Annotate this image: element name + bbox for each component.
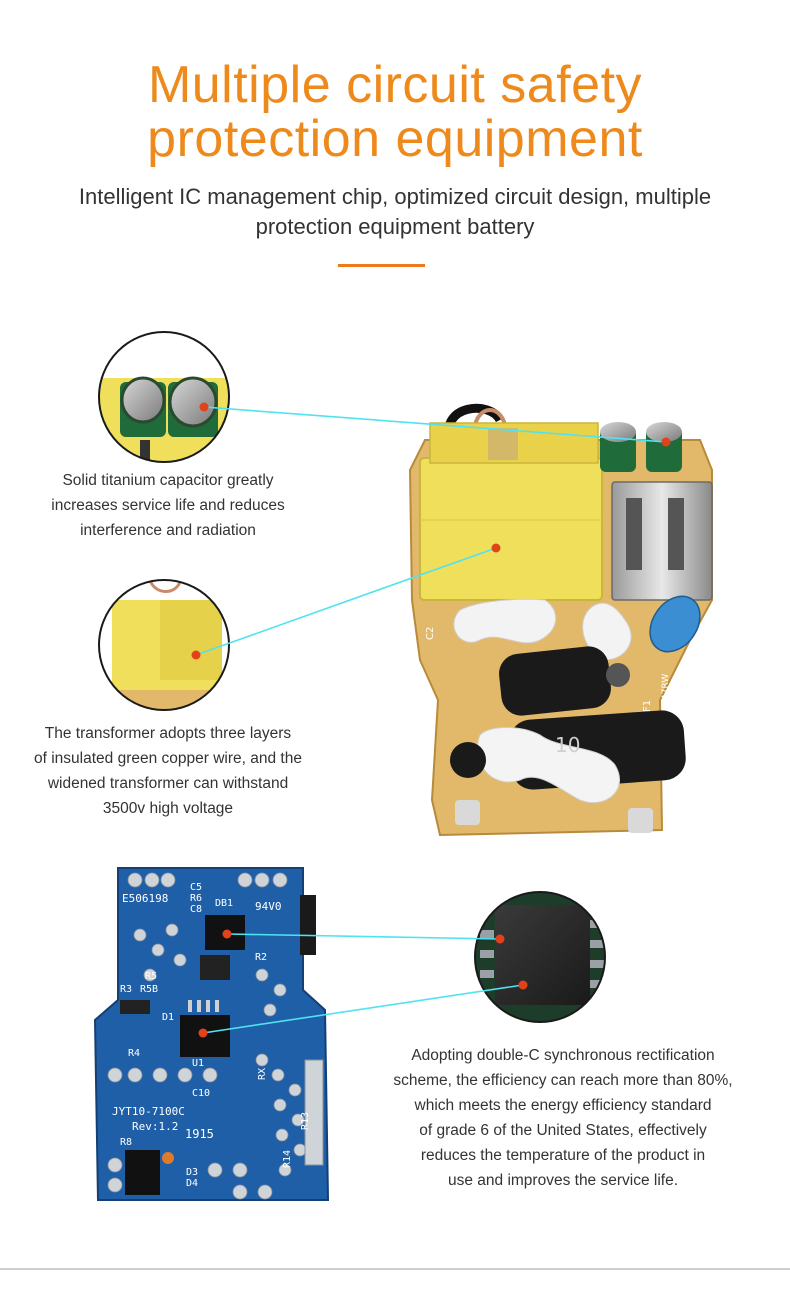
- board-label-f1: F1: [642, 700, 653, 712]
- bottom-divider: [0, 1268, 790, 1270]
- caption-transformer-line: of insulated green copper wire, and the: [34, 750, 302, 767]
- blue-label-r13: R13: [300, 1112, 311, 1130]
- charger-board: C2 10 F1 47RW: [408, 403, 713, 837]
- caption-transformer-line: 3500v high voltage: [102, 800, 234, 817]
- transformer: [419, 457, 603, 601]
- blue-label-db1: DB1: [215, 898, 233, 909]
- blue-label-r4: R4: [128, 1048, 140, 1059]
- blue-label-date: 1915: [185, 1127, 214, 1141]
- blue-label-94v0: 94V0: [255, 900, 282, 913]
- caption-rectification-line: Adopting double-C synchronous rectificat…: [411, 1047, 715, 1064]
- caption-rectification-line: of grade 6 of the United States, effecti…: [419, 1122, 707, 1139]
- title-line-2: protection equipment: [147, 110, 643, 168]
- caption-transformer-line: The transformer adopts three layers: [44, 725, 292, 742]
- blue-label-e506198: E506198: [122, 892, 168, 905]
- blue-label-rev: Rev:1.2: [132, 1120, 178, 1133]
- blue-label-r14: R14: [282, 1150, 293, 1168]
- leader-lines: [195, 406, 667, 1034]
- caption-rectification-line: scheme, the efficiency can reach more th…: [393, 1072, 733, 1089]
- page-subtitle: Intelligent IC management chip, optimize…: [30, 182, 760, 242]
- board-label-10: 10: [555, 733, 580, 757]
- blue-label-r5: R5: [145, 971, 157, 982]
- blue-label-d3: D3: [186, 1167, 198, 1178]
- leader-chip-2: [202, 984, 524, 1034]
- blue-label-model: JYT10-7100C: [112, 1105, 185, 1118]
- caption-capacitor: Solid titanium capacitor greatly increas…: [20, 468, 316, 543]
- caption-rectification-line: use and improves the service life.: [447, 1172, 679, 1189]
- electrolytic-cap-1: [499, 646, 611, 716]
- zoom-transformer: [98, 579, 230, 711]
- blue-label-r6: R6: [190, 893, 202, 904]
- blue-label-rx: RX: [257, 1068, 268, 1080]
- leader-chip-1: [226, 933, 501, 940]
- blue-board: C5 R6 C8 E506198 DB1 94V0 R5 R5B R3 R4 D…: [93, 867, 330, 1201]
- blue-label-r8: R8: [120, 1137, 132, 1148]
- board-label-c2: C2: [425, 627, 436, 640]
- title-divider: [338, 264, 425, 267]
- leader-capacitor: [203, 406, 667, 443]
- zoom-chip: [474, 891, 606, 1023]
- blue-label-u1: U1: [192, 1058, 204, 1069]
- blue-label-r2: R2: [255, 952, 267, 963]
- board-label-47rw: 47RW: [661, 674, 671, 700]
- blue-label-d1: D1: [162, 1012, 174, 1023]
- subtitle-line-1: Intelligent IC management chip, optimize…: [78, 184, 712, 209]
- caption-capacitor-line: interference and radiation: [80, 522, 256, 539]
- blue-label-r3: R3: [120, 984, 132, 995]
- board-capacitors: [600, 422, 682, 472]
- y-capacitor: [649, 595, 701, 653]
- leader-dots: [191, 402, 671, 1038]
- zoom-capacitor: [98, 331, 230, 463]
- blue-label-r5b: R5B: [140, 984, 158, 995]
- caption-capacitor-line: Solid titanium capacitor greatly: [62, 472, 274, 489]
- caption-rectification: Adopting double-C synchronous rectificat…: [370, 1043, 756, 1193]
- blue-label-c8: C8: [190, 904, 202, 915]
- caption-rectification-line: reduces the temperature of the product i…: [420, 1147, 706, 1164]
- caption-transformer-line: widened transformer can withstand: [47, 775, 289, 792]
- title-line-1: Multiple circuit safety: [147, 56, 643, 114]
- blue-label-c5: C5: [190, 882, 202, 893]
- blue-label-d4: D4: [186, 1178, 198, 1189]
- subtitle-line-2: protection equipment battery: [255, 214, 535, 239]
- caption-capacitor-line: increases service life and reduces: [51, 497, 285, 514]
- caption-rectification-line: which meets the energy efficiency standa…: [414, 1097, 712, 1114]
- leader-transformer: [195, 547, 497, 656]
- blue-label-c10: C10: [192, 1088, 210, 1099]
- caption-transformer: The transformer adopts three layers of i…: [10, 721, 326, 821]
- page-title: Multiple circuit safety protection equip…: [0, 58, 790, 166]
